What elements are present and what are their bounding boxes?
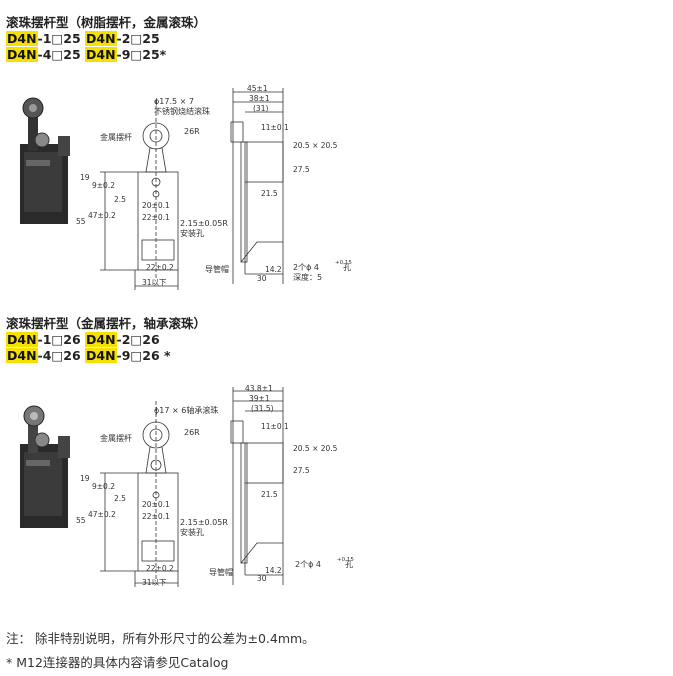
dim-43: 43.8±1 bbox=[245, 384, 273, 393]
model-prefix: D4N bbox=[85, 46, 117, 62]
dim-19: 19 bbox=[80, 474, 90, 483]
front-view-drawing-2: ϕ17 × 6轴承滚珠 金属摆杆 26R 19 9±0.2 2.5 20±0.1… bbox=[76, 401, 228, 587]
guide-label: 导管帽 bbox=[209, 567, 233, 577]
model-prefix: D4N bbox=[85, 332, 117, 347]
model-prefix: D4N bbox=[6, 31, 38, 46]
dim-31p: (31.5) bbox=[251, 404, 274, 413]
note-m12: * M12连接器的具体内容请参见Catalog bbox=[6, 655, 229, 670]
dim-19: 19 bbox=[80, 173, 90, 182]
section-1-models: D4N-1□25 D4N-2□25 D4N-4□25 D4N-9□25* bbox=[6, 31, 166, 62]
dim-22a: 22±0.1 bbox=[142, 512, 170, 521]
model-row: D4N-1□26 D4N-2□26 bbox=[6, 332, 171, 348]
lever-label: 金属摆杆 bbox=[100, 433, 132, 443]
model-row: D4N-4□26 D4N-9□26 * bbox=[6, 347, 171, 364]
dim-9: 9±0.2 bbox=[92, 482, 115, 491]
dim-31: 31以下 bbox=[142, 578, 167, 587]
dim-20x20: 20.5 × 20.5 bbox=[293, 444, 338, 453]
dim-2-5: 2.5 bbox=[114, 494, 126, 503]
dim-30: 30 bbox=[257, 574, 267, 583]
dim-22b: 22±0.2 bbox=[146, 263, 174, 272]
dim-21: 21.5 bbox=[261, 490, 278, 499]
hole-name-label: 安装孔 bbox=[180, 527, 204, 537]
model-suffix: -1□26 bbox=[37, 332, 81, 347]
dim-20x20: 20.5 × 20.5 bbox=[293, 141, 338, 150]
dim-47: 47±0.2 bbox=[88, 211, 116, 220]
dim-22a: 22±0.1 bbox=[142, 213, 170, 222]
dim-20: 20±0.1 bbox=[142, 201, 170, 210]
model-suffix: -1□25 bbox=[37, 31, 81, 46]
model-prefix: D4N bbox=[85, 347, 117, 363]
dim-2-5: 2.5 bbox=[114, 195, 126, 204]
section-1-title: 滚珠摆杆型（树脂摆杆，金属滚珠） bbox=[6, 15, 207, 30]
dim-14: 14.2 bbox=[265, 265, 282, 274]
dim-27: 27.5 bbox=[293, 165, 310, 174]
model-suffix: -2□25 bbox=[116, 31, 160, 46]
roller-material-label: 不锈钢烧结滚珠 bbox=[154, 106, 210, 116]
hole-tolerance: +0.15 bbox=[335, 260, 352, 266]
model-suffix: -4□26 bbox=[37, 347, 81, 363]
roller-label: ϕ17 × 6轴承滚珠 bbox=[154, 405, 218, 415]
note-tolerance: 注： 除非特别说明，所有外形尺寸的公差为±0.4mm。 bbox=[6, 631, 315, 646]
dim-11: 11±0.1 bbox=[261, 422, 289, 431]
section-2-models: D4N-1□26 D4N-2□26 D4N-4□26 D4N-9□26 * bbox=[6, 332, 171, 363]
dim-21: 21.5 bbox=[261, 189, 278, 198]
holes-label: 2个ϕ 4 bbox=[295, 560, 321, 569]
model-prefix: D4N bbox=[6, 347, 38, 363]
dim-30: 30 bbox=[257, 274, 267, 283]
dim-39: 39±1 bbox=[249, 394, 270, 403]
dim-38: 38±1 bbox=[249, 94, 270, 103]
section-2-title: 滚珠摆杆型（金属摆杆，轴承滚珠） bbox=[6, 316, 207, 331]
model-prefix: D4N bbox=[85, 31, 117, 46]
model-suffix: -9□26 * bbox=[116, 347, 171, 363]
guide-label: 导管帽 bbox=[205, 264, 229, 274]
hole-label: 2.15±0.05R bbox=[180, 518, 228, 527]
dim-22b: 22±0.2 bbox=[146, 564, 174, 573]
model-suffix: -9□25* bbox=[116, 46, 167, 62]
hole-suffix: 孔 bbox=[343, 263, 351, 272]
dim-31p: (31) bbox=[253, 104, 268, 113]
model-prefix: D4N bbox=[6, 46, 38, 62]
dim-14: 14.2 bbox=[265, 566, 282, 575]
depth-label: 深度：5 bbox=[293, 272, 322, 282]
product-photo-2 bbox=[20, 405, 70, 528]
dim-31: 31以下 bbox=[142, 278, 167, 287]
roller-label: ϕ17.5 × 7 bbox=[154, 97, 194, 106]
lever-label: 金属摆杆 bbox=[100, 132, 132, 142]
holes-label: 2个ϕ 4 bbox=[293, 263, 319, 272]
dim-27: 27.5 bbox=[293, 466, 310, 475]
hole-name-label: 安装孔 bbox=[180, 228, 204, 238]
side-view-drawing-1: 45±1 38±1 (31) 11±0.1 20.5 × 20.5 27.5 2… bbox=[205, 84, 352, 284]
product-photo-1 bbox=[20, 97, 70, 224]
dim-11: 11±0.1 bbox=[261, 123, 289, 132]
dim-20: 20±0.1 bbox=[142, 500, 170, 509]
hole-suffix: 孔 bbox=[345, 560, 353, 569]
front-view-drawing-1: ϕ17.5 × 7 不锈钢烧结滚珠 金属摆杆 26R 19 9±0.2 2.5 … bbox=[76, 97, 228, 290]
radius-label: 26R bbox=[184, 428, 200, 437]
side-view-drawing-2: 43.8±1 39±1 (31.5) 11±0.1 20.5 × 20.5 27… bbox=[209, 384, 354, 585]
dim-55: 55 bbox=[76, 217, 86, 226]
dim-55: 55 bbox=[76, 516, 86, 525]
model-row: D4N-4□25 D4N-9□25* bbox=[6, 46, 167, 63]
model-suffix: -4□25 bbox=[37, 46, 81, 62]
dim-45: 45±1 bbox=[247, 84, 268, 93]
radius-label: 26R bbox=[184, 127, 200, 136]
model-prefix: D4N bbox=[6, 332, 38, 347]
model-row: D4N-1□25 D4N-2□25 bbox=[6, 31, 166, 47]
dim-47: 47±0.2 bbox=[88, 510, 116, 519]
model-suffix: -2□26 bbox=[116, 332, 160, 347]
dim-9: 9±0.2 bbox=[92, 181, 115, 190]
hole-tolerance: +0.15 bbox=[337, 557, 354, 563]
hole-label: 2.15±0.05R bbox=[180, 219, 228, 228]
